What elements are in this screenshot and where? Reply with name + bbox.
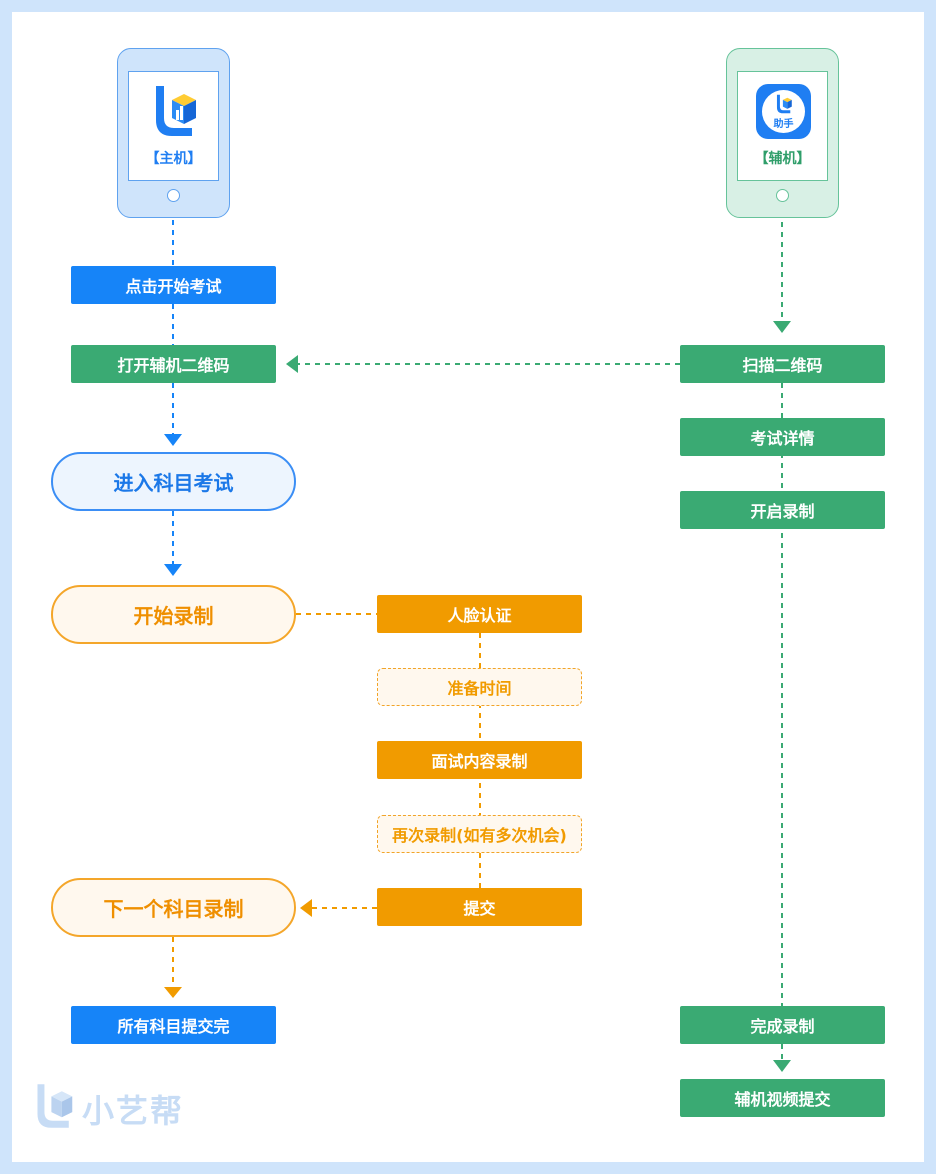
step-video-submit: 辅机视频提交	[680, 1079, 885, 1117]
brand-logo-icon	[37, 1084, 73, 1128]
arrow-head-all	[164, 987, 182, 998]
step-face-verify: 人脸认证	[377, 595, 582, 633]
step-next-subject: 下一个科目录制	[51, 878, 296, 937]
arrow-head-enter	[164, 434, 182, 446]
arrow-head-qr	[286, 355, 298, 373]
step-re-record: 再次录制(如有多次机会)	[377, 815, 582, 853]
host-home-button	[167, 189, 180, 202]
step-exam-detail: 考试详情	[680, 418, 885, 456]
step-open-record: 开启录制	[680, 491, 885, 529]
step-prep-time: 准备时间	[377, 668, 582, 706]
brand-name: 小艺帮	[82, 1092, 185, 1130]
host-phone-screen: 【主机】	[128, 71, 219, 181]
host-phone: 【主机】	[117, 48, 230, 218]
step-submit: 提交	[377, 888, 582, 926]
arrow-head-video	[773, 1060, 791, 1072]
arrow-head-record	[164, 564, 182, 576]
aux-home-button	[776, 189, 789, 202]
aux-app-icon-text: 助手	[773, 119, 794, 130]
step-start-record: 开始录制	[51, 585, 296, 644]
step-enter-exam: 进入科目考试	[51, 452, 296, 511]
host-phone-label: 【主机】	[145, 151, 202, 167]
host-app-logo-icon	[156, 86, 196, 136]
aux-phone-label: 【辅机】	[754, 151, 811, 167]
aux-app-icon: 助手	[756, 84, 811, 139]
step-finish-record: 完成录制	[680, 1006, 885, 1044]
step-interview-record: 面试内容录制	[377, 741, 582, 779]
arrow-head-next	[300, 899, 312, 917]
arrow-head-scan	[773, 321, 791, 333]
step-click-start: 点击开始考试	[71, 266, 276, 304]
step-scan-qr: 扫描二维码	[680, 345, 885, 383]
step-open-qr: 打开辅机二维码	[71, 345, 276, 383]
aux-app-logo-icon	[776, 94, 792, 114]
step-all-submitted: 所有科目提交完	[71, 1006, 276, 1044]
aux-phone: 助手 【辅机】	[726, 48, 839, 218]
aux-phone-screen: 助手 【辅机】	[737, 71, 828, 181]
